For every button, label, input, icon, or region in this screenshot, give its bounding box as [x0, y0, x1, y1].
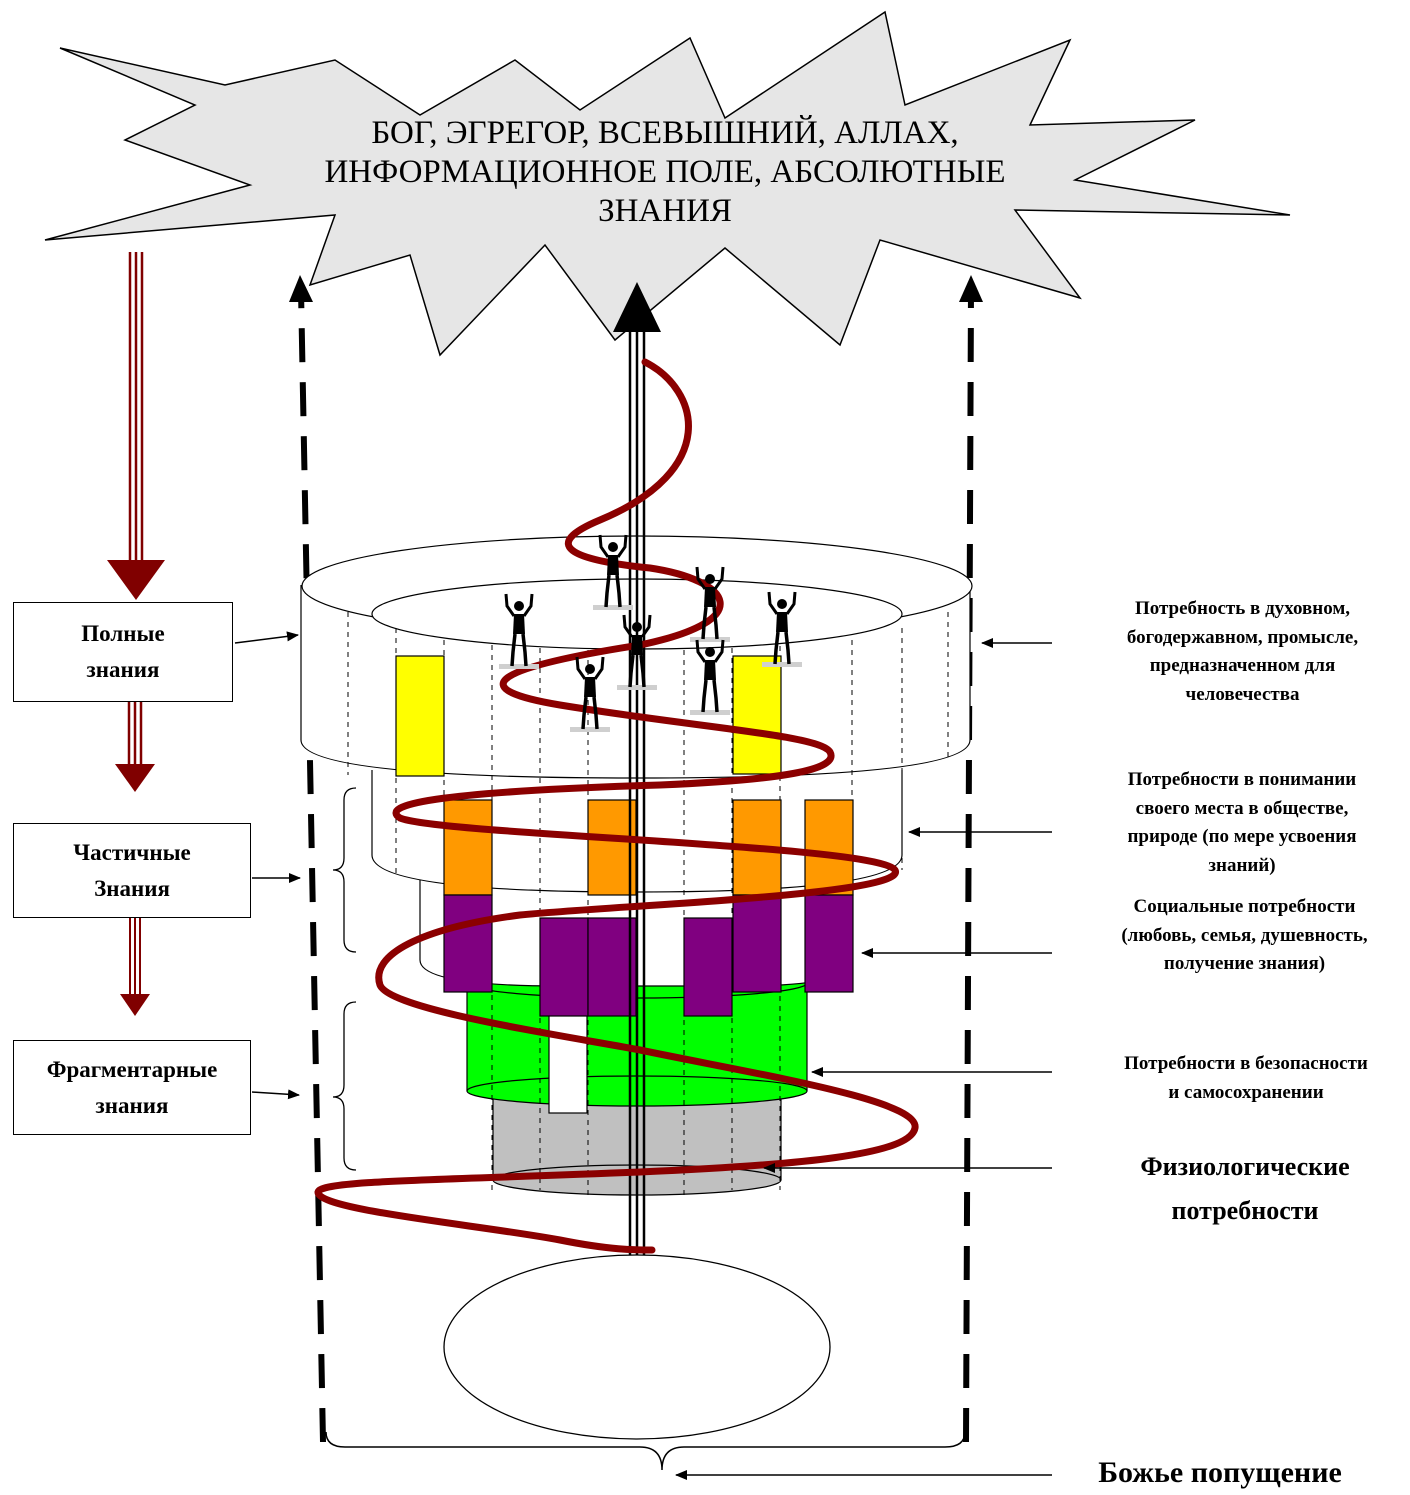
- bottom-brace: [325, 1431, 966, 1471]
- need-label-understanding: Потребности в понимании своего места в о…: [1127, 769, 1357, 876]
- bar-purple-4: [683, 917, 733, 1017]
- down-arrow-2: [115, 700, 155, 792]
- bar-orange-1: [443, 799, 493, 896]
- right-pointers: [675, 638, 1052, 1480]
- need-label-safety: Потребности в безопасности и самосохране…: [1124, 1053, 1368, 1103]
- need-label-physiological: Физиологические потребности: [1140, 1152, 1350, 1226]
- bottom-label: Божье попущение: [1098, 1456, 1342, 1489]
- bar-purple-5: [732, 894, 782, 993]
- knowledge-flow-arrows: [107, 252, 165, 1016]
- bar-purple-2: [539, 917, 589, 1017]
- bar-purple-6: [804, 894, 854, 993]
- central-up-arrow: [613, 282, 661, 1260]
- bar-yellow-1: [395, 655, 445, 777]
- bar-purple-1: [443, 894, 493, 993]
- partial-knowledge-box: Частичные Знания: [13, 823, 251, 918]
- brace-fragmentary: [332, 1001, 357, 1171]
- growth-spiral: [314, 358, 919, 1254]
- down-arrow-1: [107, 252, 165, 600]
- dashed-side-arrows: [289, 275, 983, 1443]
- full-knowledge-box: Полные знания: [13, 602, 233, 702]
- need-label-social: Социальные потребности (любовь, семья, д…: [1121, 896, 1368, 974]
- top-burst: БОГ, ЭГРЕГОР, ВСЕВЫШНИЙ, АЛЛАХ, ИНФОРМАЦ…: [44, 10, 1291, 357]
- left-pointers: [234, 631, 301, 1100]
- bar-yellow-2: [732, 655, 782, 775]
- bar-orange-4: [804, 799, 854, 896]
- brace-partial: [332, 787, 357, 953]
- burst-line-1: БОГ, ЭГРЕГОР, ВСЕВЫШНИЙ, АЛЛАХ,: [371, 114, 958, 151]
- starburst-shape: [44, 10, 1291, 357]
- need-label-spiritual: Потребность в духовном, богодержавном, п…: [1126, 598, 1359, 705]
- bar-orange-2: [587, 799, 637, 896]
- bar-purple-3: [587, 917, 637, 1017]
- burst-line-3: ЗНАНИЯ: [598, 193, 732, 229]
- burst-line-2: ИНФОРМАЦИОННОЕ ПОЛЕ, АБСОЛЮТНЫЕ: [324, 154, 1005, 190]
- down-arrow-3: [120, 917, 150, 1016]
- fragmentary-knowledge-box: Фрагментарные знания: [13, 1040, 251, 1135]
- humanity-ellipse: [443, 1254, 831, 1440]
